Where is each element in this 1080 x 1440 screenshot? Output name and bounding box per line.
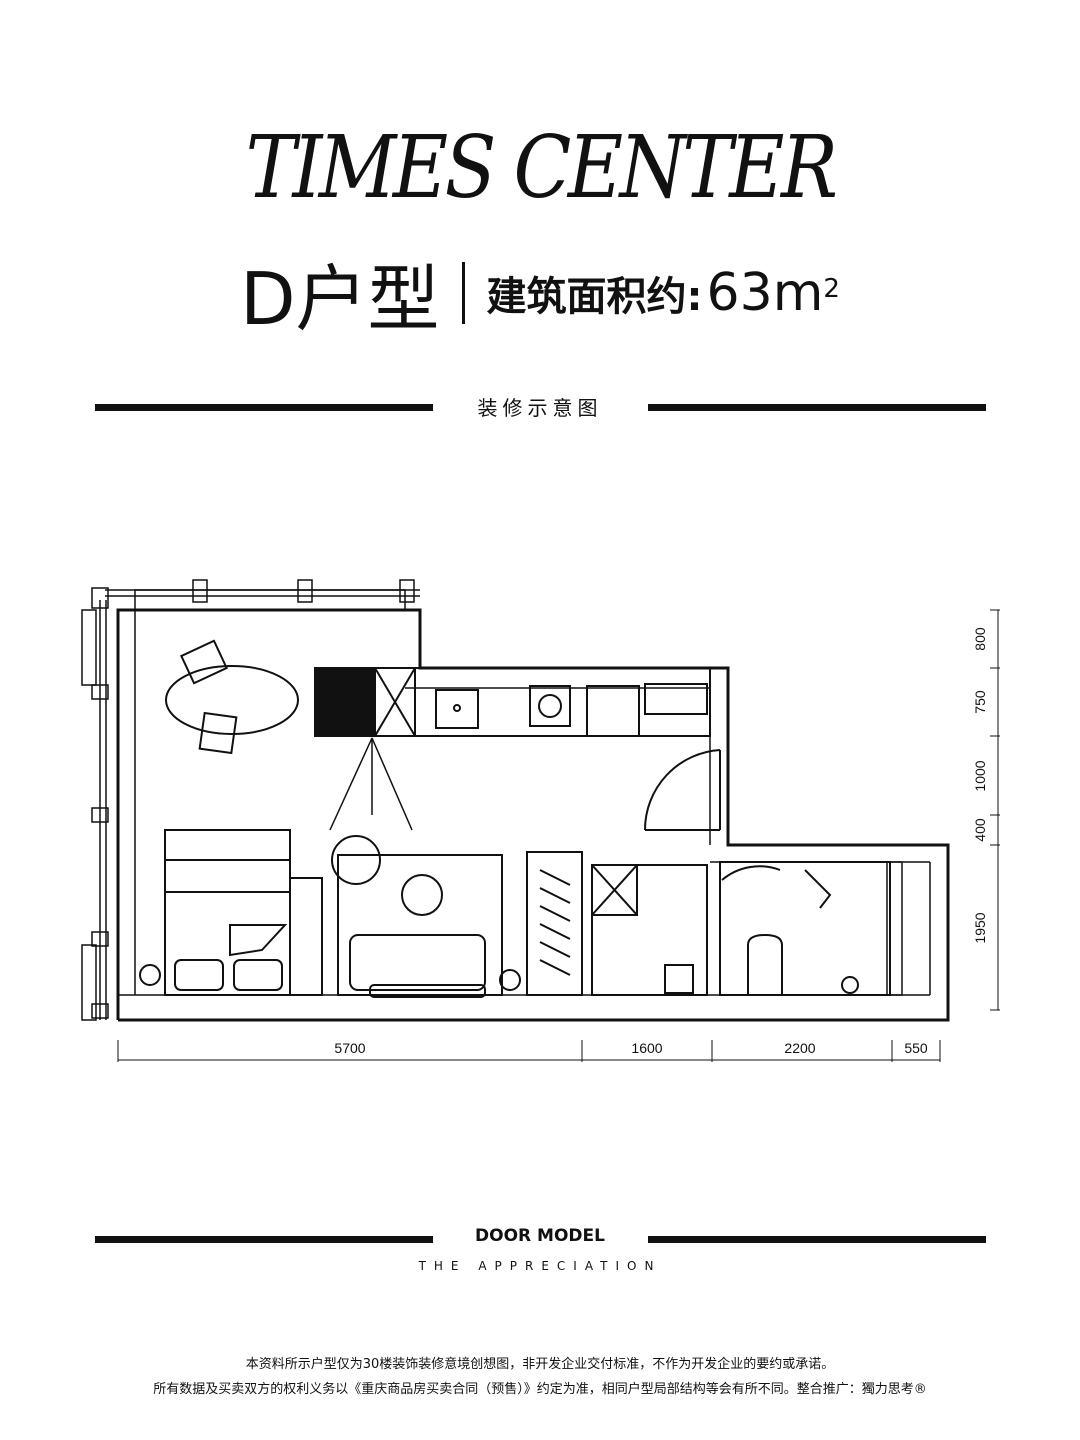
page-title: TIMES CENTER [245, 118, 838, 218]
footer-rule-left [95, 1236, 433, 1243]
dim-bottom-4: 550 [904, 1040, 928, 1056]
dim-right-4: 400 [972, 818, 988, 842]
footer-subheading: THE APPRECIATION [418, 1259, 662, 1273]
footer-heading: DOOR MODEL [475, 1226, 605, 1246]
dim-bottom-3: 2200 [784, 1040, 815, 1056]
dim-right-1: 800 [972, 627, 988, 651]
dim-right-2: 750 [972, 690, 988, 714]
area-unit-superscript: 2 [823, 273, 840, 304]
disclaimer-line-1: 本资料所示户型仅为30楼装饰装修意境创想图，非开发企业交付标准，不作为开发企业的… [245, 1357, 835, 1372]
section-rule-right [648, 404, 986, 411]
section-rule-left [95, 404, 433, 411]
area-label: 建筑面积约: [486, 273, 703, 320]
dim-bottom-1: 5700 [334, 1040, 365, 1056]
unit-type-label: D户型 [240, 257, 440, 341]
section-label: 装修示意图 [477, 396, 603, 420]
dim-right-5: 1950 [972, 912, 988, 943]
area-unit: m [772, 262, 824, 323]
subtitle-divider [461, 261, 465, 324]
disclaimer-line-2: 所有数据及买卖双方的权利义务以《重庆商品房买卖合同（预售）》约定为准，相同户型局… [153, 1382, 927, 1397]
dim-right-3: 1000 [972, 760, 988, 791]
dim-bottom-2: 1600 [631, 1040, 662, 1056]
area-value: 63 [706, 262, 773, 323]
floor-plan: 800 750 1000 400 1950 5700 1600 2200 550 [81, 579, 1000, 1062]
footer-rule-right [648, 1236, 986, 1243]
